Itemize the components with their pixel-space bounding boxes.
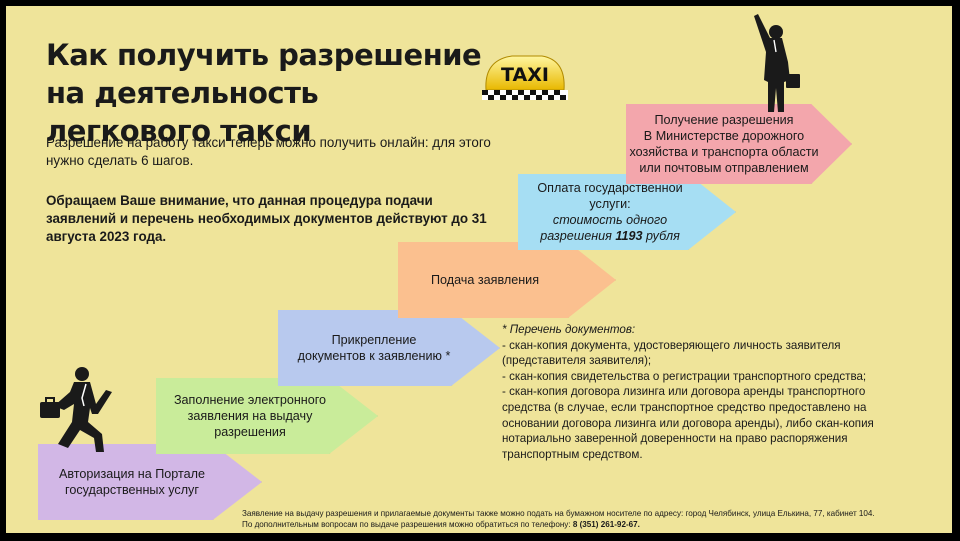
step-fill-application: Заполнение электронного заявления на выд…	[156, 378, 378, 454]
step-3-line-2: документов к заявлению *	[297, 349, 451, 363]
step-5-line-3a: разрешения	[540, 229, 616, 243]
step-6-line-4: или почтовым отправлением	[639, 161, 809, 175]
step-attach-documents: Прикрепление документов к заявлению *	[278, 310, 500, 386]
step-authorization: Авторизация на Портале государственных у…	[38, 444, 262, 520]
slide: Как получить разрешение на деятельность …	[6, 6, 952, 533]
step-6-line-2: В Министерстве дорожного	[643, 129, 805, 143]
step-5-line-3c: рубля	[642, 229, 680, 243]
footer-line-2: По дополнительным вопросам по выдаче раз…	[242, 520, 573, 529]
notice-text: Обращаем Ваше внимание, что данная проце…	[46, 193, 487, 244]
step-1-line-1: Авторизация на Портале	[58, 467, 206, 481]
step-5-line-1: Оплата государственной	[537, 181, 683, 195]
footer-note: Заявление на выдачу разрешения и прилага…	[242, 508, 942, 530]
step-1-line-2: государственных услуг	[65, 483, 199, 497]
documents-header: * Перечень документов:	[502, 323, 636, 336]
step-receive-permit: Получение разрешения В Министерстве доро…	[626, 104, 852, 184]
page-title: Как получить разрешение на деятельность …	[46, 38, 482, 148]
step-2-line-2: заявления на выдачу	[187, 409, 313, 423]
step-5-line-2b: стоимость одного	[552, 213, 668, 227]
taxi-sign-text: TAXI	[501, 64, 549, 86]
taxi-sign-icon: TAXI	[482, 55, 568, 100]
documents-item: - скан-копия документа, удостоверяющего …	[502, 338, 841, 368]
footer-line-1: Заявление на выдачу разрешения и прилага…	[242, 509, 875, 518]
step-2-line-1: Заполнение электронного	[173, 393, 327, 407]
step-payment: Оплата государственной услуги: стоимость…	[518, 174, 736, 250]
documents-item: - скан-копия свидетельства о регистрации…	[502, 369, 867, 383]
intro-text: Разрешение на работу такси теперь можно …	[46, 135, 491, 168]
step-2-line-3: разрешения	[214, 425, 286, 439]
step-6-line-3: хозяйства и транспорта области	[629, 145, 819, 159]
running-businessman-icon	[40, 367, 112, 452]
documents-list: * Перечень документов: - скан-копия доку…	[502, 322, 902, 462]
step-4-line-1: Подача заявления	[430, 273, 540, 287]
step-3-line-1: Прикрепление	[331, 333, 417, 347]
footer-phone: 8 (351) 261-92-67.	[572, 520, 640, 529]
pointing-businessman-icon	[754, 14, 800, 112]
step-submit-application: Подача заявления	[398, 242, 616, 318]
documents-item: - скан-копия договора лизинга или догово…	[502, 385, 874, 461]
step-6-line-1: Получение разрешения	[654, 113, 794, 127]
step-5-price: 1193	[615, 229, 643, 243]
step-5-line-2a: услуги:	[589, 197, 631, 211]
